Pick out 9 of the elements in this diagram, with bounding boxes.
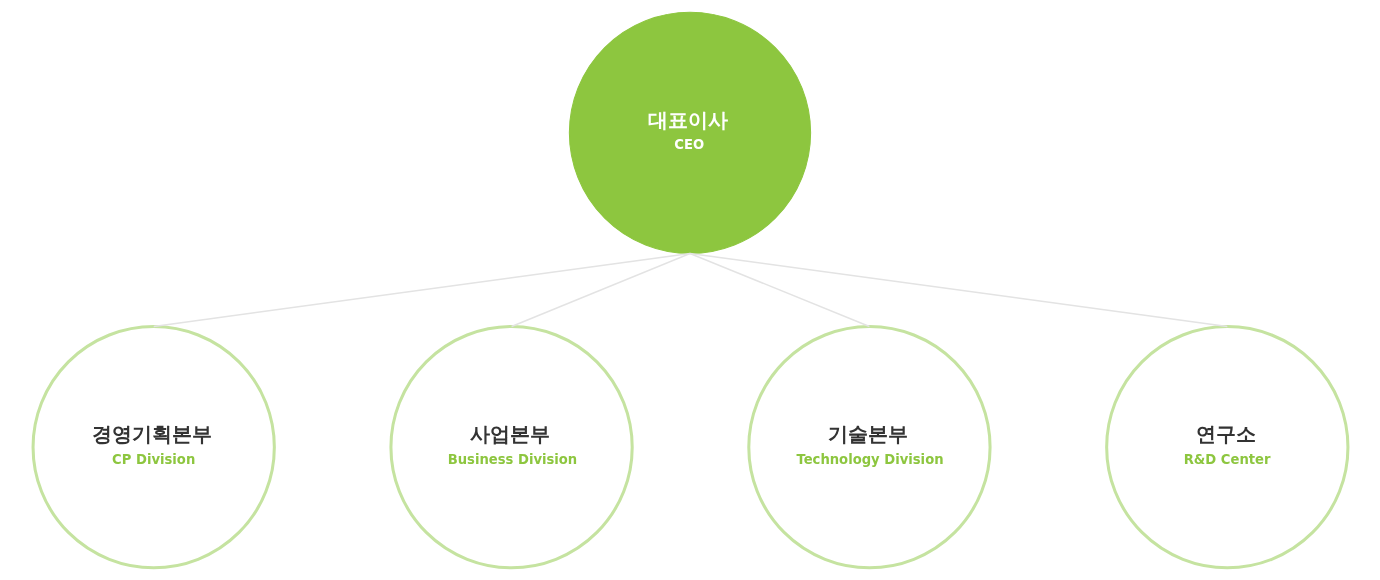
connector xyxy=(688,252,870,328)
node-circle: 사업본부 Business Division xyxy=(388,325,634,570)
node-circle: 기술본부 Technology Division xyxy=(746,325,992,570)
node-circle: 경영기획본부 CP Division xyxy=(31,325,276,570)
node-circle: 대표이사 CEO xyxy=(568,11,811,254)
connector xyxy=(152,252,691,328)
connector xyxy=(510,252,691,328)
connector xyxy=(688,252,1228,328)
node-circle: 연구소 R&D Center xyxy=(1104,325,1349,570)
